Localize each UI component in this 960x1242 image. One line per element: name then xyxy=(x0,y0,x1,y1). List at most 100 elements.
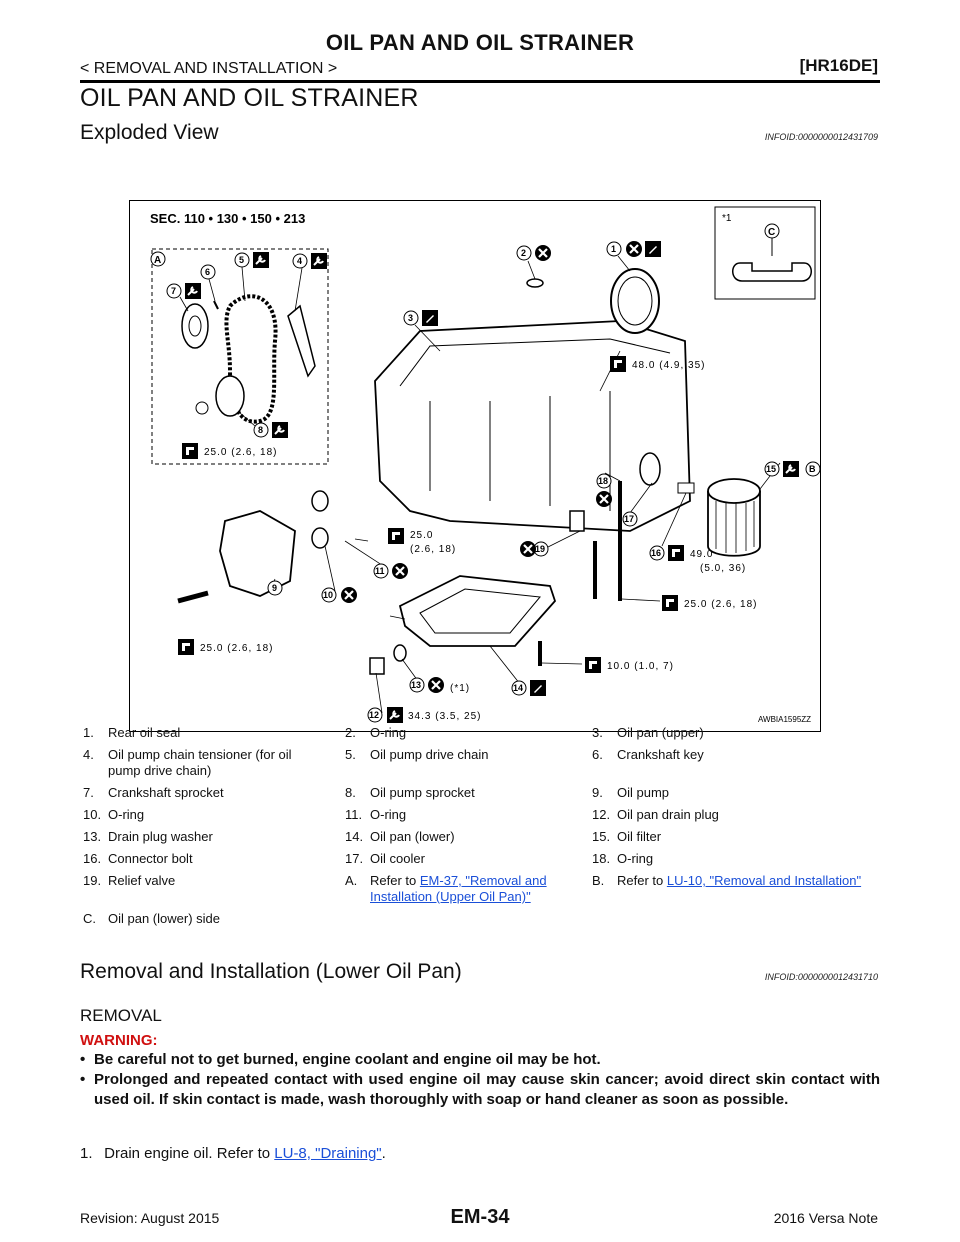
link-lu-8[interactable]: LU-8, "Draining" xyxy=(274,1145,382,1162)
part-number: 7. xyxy=(83,785,94,800)
exploded-view-figure: SEC. 110 • 130 • 150 • 213 A *1 C xyxy=(129,200,821,732)
part-number: 15. xyxy=(592,829,611,844)
part-name: Rear oil seal xyxy=(108,725,181,740)
torque-2a: 25.0 xyxy=(410,530,433,541)
part-ref-b: Refer to LU-10, "Removal and Installatio… xyxy=(617,873,880,905)
part-number: 3. xyxy=(592,725,603,740)
warning-item: •Prolonged and repeated contact with use… xyxy=(80,1071,880,1108)
torque-2b: (2.6, 18) xyxy=(410,544,456,555)
header-rule xyxy=(80,80,880,83)
callout-16: 16 xyxy=(651,548,661,558)
part-number: 13. xyxy=(83,829,102,844)
parts-list: 1.Rear oil seal 2.O-ring 3.Oil pan (uppe… xyxy=(80,722,880,930)
step-text: Drain engine oil. Refer to xyxy=(104,1145,275,1162)
torque-3: 48.0 (4.9, 35) xyxy=(632,360,705,371)
part-number: 17. xyxy=(345,851,364,866)
callout-12: 12 xyxy=(369,710,379,720)
parts-row: 10.O-ring 11.O-ring 12.Oil pan drain plu… xyxy=(80,804,880,826)
letter-a-marker xyxy=(150,251,166,267)
callout-4: 4 xyxy=(297,256,302,266)
callout-11: 11 xyxy=(375,566,385,576)
o-ring-10-drawing xyxy=(311,490,329,512)
torque-1: 25.0 (2.6, 18) xyxy=(204,447,277,458)
page-header-title: OIL PAN AND OIL STRAINER xyxy=(325,30,635,55)
part-number: C. xyxy=(83,911,96,926)
part-number: 19. xyxy=(83,873,102,888)
part-number: 9. xyxy=(592,785,603,800)
parts-row: 4. Oil pump chain tensioner (for oil pump… xyxy=(80,744,880,782)
parts-row: 7.Crankshaft sprocket 8.Oil pump sprocke… xyxy=(80,782,880,804)
torque-5: 25.0 (2.6, 18) xyxy=(684,599,757,610)
part-name: Oil filter xyxy=(617,829,662,844)
inset-seal-profile xyxy=(732,262,812,282)
torque-4b: (5.0, 36) xyxy=(700,563,746,574)
part-number: 12. xyxy=(592,807,611,822)
step-text-end: . xyxy=(381,1145,386,1162)
link-lu-10[interactable]: LU-10, "Removal and Installation" xyxy=(666,873,862,888)
section-title: OIL PAN AND OIL STRAINER xyxy=(80,84,419,112)
exploded-view-infoid: INFOID:0000000012431709 xyxy=(764,132,878,142)
warning-item: •Be careful not to get burned, engine co… xyxy=(80,1050,880,1070)
parts-row: 19.Relief valve A.Refer to EM-37, "Remov… xyxy=(80,870,880,908)
part-name: O-ring xyxy=(108,807,145,822)
part-name: Drain plug washer xyxy=(108,829,213,844)
oil-filter-drawing xyxy=(707,478,761,557)
part-name: Oil cooler xyxy=(370,851,425,866)
callout-10: 10 xyxy=(323,590,333,600)
drain-plug-washer-drawing xyxy=(393,644,407,662)
callout-15: 15 xyxy=(766,464,776,474)
rear-oil-seal-inner xyxy=(617,276,653,326)
part-number: 8. xyxy=(345,785,356,800)
part-name: Oil pan (lower) side xyxy=(108,911,220,926)
lower-oil-pan-drawing xyxy=(398,575,557,647)
parts-row: 16.Connector bolt 17.Oil cooler 18.O-rin… xyxy=(80,848,880,870)
part-name: Oil pump drive chain xyxy=(370,747,489,762)
torque-4a: 49.0 xyxy=(690,549,713,560)
lower-oil-pan-inner xyxy=(419,588,541,634)
letter-a: A xyxy=(154,255,161,266)
part-number: 2. xyxy=(345,725,356,740)
lower-oil-pan-title: Removal and Installation (Lower Oil Pan) xyxy=(80,960,462,983)
part-name: Oil pump xyxy=(617,785,670,800)
oil-pump-sprocket-drawing xyxy=(215,375,245,417)
warning-list: •Be careful not to get burned, engine co… xyxy=(80,1050,880,1110)
step-number: 1. xyxy=(80,1145,93,1162)
callouts: 1 2 3 4 5 6 7 8 9 10 11 12 13 14 xyxy=(166,239,821,724)
callout-2: 2 xyxy=(521,248,526,258)
torque-specs: 25.0 (2.6, 18) 25.0 (2.6, 18) 48.0 (4.9,… xyxy=(178,356,757,722)
part-number: 11. xyxy=(345,807,363,822)
part-name: Oil pump chain tensioner (for oil pump d… xyxy=(108,747,292,778)
part-number: 16. xyxy=(83,851,102,866)
lower-oil-pan-infoid: INFOID:0000000012431710 xyxy=(764,972,878,982)
drain-plug-drawing xyxy=(369,657,385,675)
rear-oil-seal-drawing xyxy=(610,268,660,334)
part-name: Oil pan (upper) xyxy=(617,725,704,740)
vehicle-model: 2016 Versa Note xyxy=(773,1210,878,1226)
letter-b: B xyxy=(809,464,816,474)
part-number: 5. xyxy=(345,747,356,762)
torque-8: 34.3 (3.5, 25) xyxy=(408,711,481,722)
part-number: 18. xyxy=(592,851,611,866)
part-number: A. xyxy=(345,873,358,888)
part-number: 14. xyxy=(345,829,364,844)
oil-pump-drawing xyxy=(219,510,296,597)
torque-7: 10.0 (1.0, 7) xyxy=(607,661,674,672)
inset-letter: C xyxy=(768,227,775,238)
parts-row: C. Oil pan (lower) side xyxy=(80,908,880,930)
part-name: O-ring xyxy=(617,851,654,866)
inset-ref: *1 xyxy=(722,213,732,224)
pump-bolt-drawing xyxy=(177,590,209,604)
ref-prefix: Refer to xyxy=(617,873,667,888)
link-em-37[interactable]: EM-37, "Removal and Installation (Upper … xyxy=(370,873,547,904)
torque-6: 25.0 (2.6, 18) xyxy=(200,643,273,654)
part-number: B. xyxy=(592,873,605,888)
crankshaft-key-drawing xyxy=(213,300,219,310)
callout-3: 3 xyxy=(408,313,413,323)
warning-title: WARNING: xyxy=(80,1032,158,1049)
o-ring-11-drawing xyxy=(311,527,329,549)
parts-row: 13.Drain plug washer 14.Oil pan (lower) … xyxy=(80,826,880,848)
part-number: 4. xyxy=(83,747,94,762)
chain-tensioner-drawing xyxy=(287,304,316,378)
ref-prefix: Refer to xyxy=(370,873,420,888)
callout-19: 19 xyxy=(535,544,545,554)
